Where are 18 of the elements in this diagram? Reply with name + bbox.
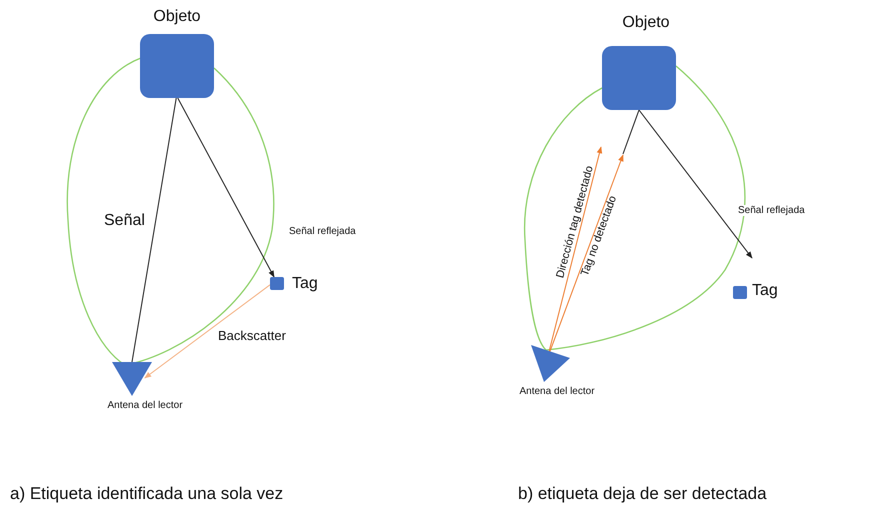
panel-caption: a) Etiqueta identificada una sola vez (10, 484, 284, 504)
edge-label: Señal reflejada (288, 226, 357, 237)
panel-caption: b) etiqueta deja de ser detectada (518, 484, 767, 504)
signal-line (132, 98, 177, 362)
arrow (177, 98, 275, 278)
arrow (638, 110, 752, 259)
edge-label: Backscatter (217, 328, 287, 343)
node-label: Tag (292, 275, 318, 293)
node-label: Objeto (153, 8, 201, 26)
node-label: Tag (752, 282, 778, 300)
node-label: Antena del lector (107, 400, 183, 411)
arrow (548, 146, 602, 353)
edge-label: Señal reflejada (737, 205, 806, 216)
node-label: Antena del lector (519, 386, 595, 397)
arrow (144, 284, 270, 378)
signal-line (622, 110, 640, 154)
arrow (549, 154, 624, 353)
node-label: Objeto (622, 14, 670, 32)
